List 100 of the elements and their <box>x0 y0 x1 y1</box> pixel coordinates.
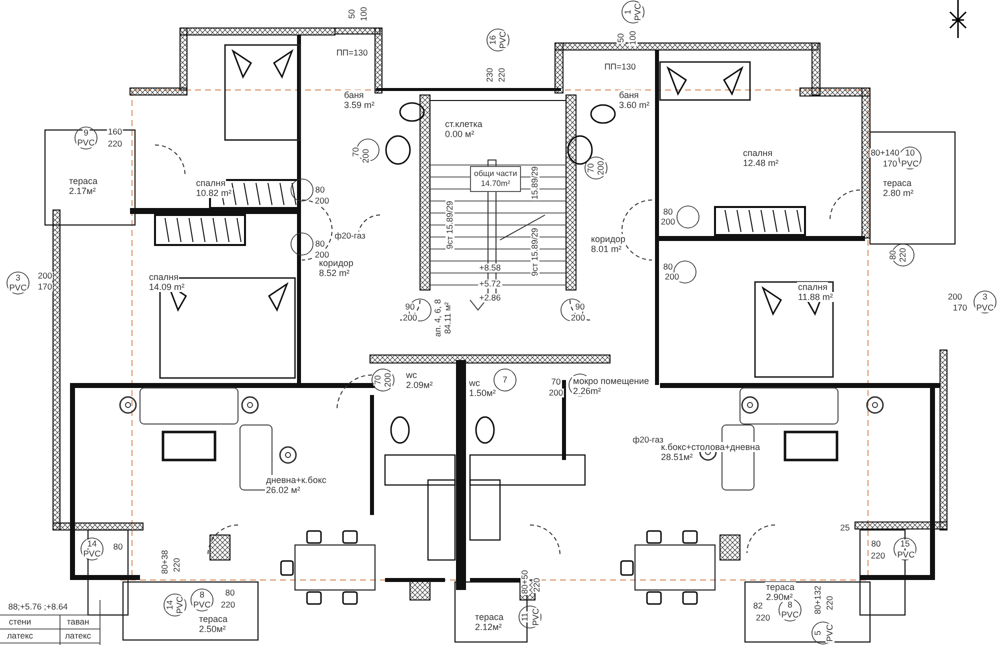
plan-annotation: 8 <box>198 590 206 600</box>
plan-annotation: 82 <box>752 602 764 610</box>
room-name: ст.клетка <box>444 119 484 129</box>
plan-annotation: 220 <box>220 600 236 610</box>
plan-annotation: PVC <box>8 284 28 292</box>
plan-annotation: 14 <box>86 540 98 548</box>
plan-annotation: 200 <box>362 148 370 164</box>
plan-annotation: 170 <box>952 304 968 312</box>
plan-annotation: 80 <box>224 588 236 598</box>
plan-annotation: 15.89/29 <box>530 165 540 201</box>
plan-annotation: 80 <box>314 240 326 248</box>
plan-annotation: 14 <box>166 599 174 611</box>
plan-annotation: 200 <box>946 292 964 302</box>
plan-annotation: 70 <box>374 374 382 386</box>
room-area: 11.88 m² <box>797 292 834 302</box>
plan-annotation: 170 <box>882 160 898 168</box>
room-area: 2.50м² <box>198 624 227 634</box>
room-name: тераса <box>474 612 505 622</box>
plan-annotation: PVC <box>176 595 184 615</box>
plan-annotation: 100 <box>628 30 638 46</box>
room-area: 26.02 м² <box>265 485 302 495</box>
room-area: 3.59 m² <box>343 100 376 110</box>
plan-annotation: 220 <box>106 140 124 148</box>
plan-annotation: 70 <box>586 162 596 174</box>
plan-annotation: 200 <box>402 314 418 322</box>
plan-annotation: 170 <box>36 282 54 292</box>
plan-annotation: 9ст 15.89/29 <box>446 200 454 250</box>
room-name: тераса <box>765 582 796 592</box>
room-area: 14.09 m² <box>148 282 186 292</box>
table-cell-text: 88;+5.76 ;+8.64 <box>7 602 69 612</box>
plan-annotation: 200 <box>596 160 606 176</box>
table-cell-text: таван <box>66 618 90 626</box>
plan-annotation: +2.86 <box>478 294 502 302</box>
plan-annotation: 80 <box>888 249 898 261</box>
room-area: 2.09м² <box>405 380 434 390</box>
room-area: 2.26m² <box>572 386 602 396</box>
plan-annotation: 200 <box>664 272 680 282</box>
plan-annotation: ф20-газ <box>632 436 664 444</box>
table-cell-text: стени <box>8 618 32 626</box>
room-name: спалня <box>742 148 774 158</box>
room-area: 2.90м² <box>765 592 794 602</box>
plan-annotation: 200 <box>660 218 676 226</box>
plan-annotation: PVC <box>82 550 102 558</box>
plan-annotation: 1 <box>624 8 632 16</box>
room-name: тераса <box>68 176 99 186</box>
room-name: wc <box>468 378 481 388</box>
area-box: общи части 14.70m² <box>470 166 522 192</box>
table-cell-text: латекс <box>6 632 34 640</box>
plan-annotation: PVC <box>192 600 212 610</box>
plan-annotation: PVC <box>975 304 995 312</box>
plan-annotation: PVC <box>76 138 96 148</box>
room-name: коридор <box>590 234 626 244</box>
room-name: к.бокс+столова+дневна <box>660 442 762 452</box>
plan-annotation: 80 <box>870 540 882 548</box>
plan-annotation: 200 <box>384 372 392 388</box>
room-area: 0.00 м² <box>444 129 476 139</box>
plan-annotation: PVC <box>532 607 540 627</box>
plan-annotation: PVC <box>634 2 642 22</box>
plan-annotation: 200 <box>36 272 54 280</box>
plan-annotation: 80+38 <box>160 549 170 575</box>
room-area: 28.51м² <box>660 452 694 462</box>
plan-annotation: 80+140 <box>870 148 900 158</box>
plan-annotation: 5 <box>814 630 822 636</box>
plan-annotation: 80+50 <box>520 569 530 595</box>
plan-annotation: 50 <box>348 8 356 20</box>
plan-annotation: 70 <box>550 378 562 386</box>
plan-annotation: 15 <box>899 540 911 548</box>
plan-annotation: 3 <box>14 274 22 282</box>
room-area: 2.80 m² <box>882 188 915 198</box>
plan-annotation: 10 <box>904 148 916 158</box>
plan-annotation: 7 <box>502 376 508 384</box>
plan-annotation: 80 <box>112 542 124 552</box>
plan-annotation: 220 <box>826 594 834 612</box>
room-name: спалня <box>195 178 226 188</box>
room-area: 2.12м² <box>474 622 503 632</box>
plan-annotation: 220 <box>498 66 506 84</box>
room-name: дневна+к.бокс <box>265 475 328 485</box>
plan-annotation: 80 <box>662 262 674 272</box>
plan-annotation: PVC <box>826 623 834 643</box>
plan-annotation: 80 <box>314 186 326 194</box>
plan-annotation: ап. 4, 6, 8 <box>434 298 442 338</box>
room-name: баня <box>343 90 365 100</box>
plan-annotation: 50 <box>616 32 626 44</box>
plan-annotation: PVC <box>896 550 916 560</box>
room-name: тераса <box>882 178 913 188</box>
room-area: 10.82 m² <box>195 188 233 198</box>
plan-annotation: 220 <box>532 576 542 594</box>
plan-annotation: ПП=130 <box>335 48 369 58</box>
plan-annotation: 25 <box>839 524 851 532</box>
plan-annotation: +5.72 <box>478 280 502 288</box>
plan-annotation: ПП=130 <box>603 62 637 72</box>
plan-annotation: 90 <box>574 302 586 312</box>
room-area: 1.50м² <box>468 388 497 398</box>
room-name: баня <box>618 90 640 100</box>
room-area: 8.01 m² <box>590 244 623 254</box>
plan-annotation: 200 <box>314 250 330 260</box>
plan-annotation: PVC <box>780 610 800 620</box>
plan-annotation: 90 <box>404 302 416 312</box>
plan-annotation: 80+132 <box>814 584 822 616</box>
plan-annotation: 230 <box>486 66 494 84</box>
